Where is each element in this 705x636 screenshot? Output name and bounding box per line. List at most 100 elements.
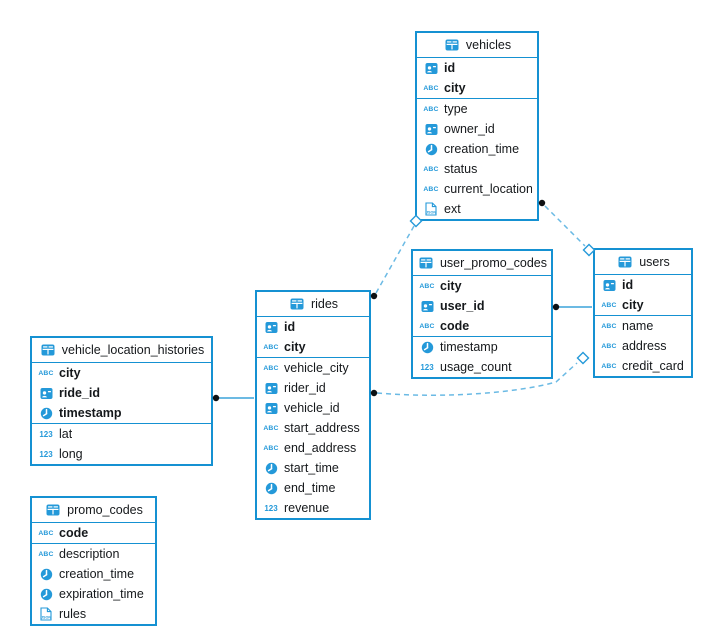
- text-type-icon: ABC: [423, 84, 439, 92]
- id-type-icon: [262, 381, 280, 395]
- field-name: vehicle_id: [284, 401, 340, 415]
- time-type-icon: [37, 587, 55, 601]
- id-type-icon: [262, 320, 280, 334]
- table-header[interactable]: rides: [257, 292, 369, 317]
- field-owner_id[interactable]: owner_id: [417, 119, 537, 139]
- field-id[interactable]: id: [257, 317, 369, 337]
- text-type-icon: ABC: [423, 165, 439, 173]
- field-creation_time[interactable]: creation_time: [32, 564, 155, 584]
- field-name: id: [284, 320, 296, 334]
- time-type-icon: [262, 481, 280, 495]
- table-header[interactable]: user_promo_codes: [413, 251, 551, 276]
- field-rider_id[interactable]: rider_id: [257, 378, 369, 398]
- many-end-diamond: [576, 351, 590, 365]
- field-end_time[interactable]: end_time: [257, 478, 369, 498]
- field-name: rider_id: [284, 381, 326, 395]
- field-type[interactable]: ABC type: [417, 99, 537, 119]
- field-name: start_address: [284, 421, 360, 435]
- field-usage_count[interactable]: 123 usage_count: [413, 357, 551, 377]
- relationship-user_promo_codes-users: [552, 303, 592, 311]
- field-user_id[interactable]: user_id: [413, 296, 551, 316]
- field-name: start_time: [284, 461, 339, 475]
- field-name: end_address: [284, 441, 357, 455]
- field-vehicle_id[interactable]: vehicle_id: [257, 398, 369, 418]
- text-type-icon: ABC: [38, 369, 54, 377]
- field-name: city: [444, 81, 466, 95]
- text-type-icon: ABC: [263, 424, 279, 432]
- field-name: expiration_time: [59, 587, 144, 601]
- one-end-dot: [212, 394, 220, 402]
- field-name: code: [59, 526, 89, 540]
- field-expiration_time[interactable]: expiration_time: [32, 584, 155, 604]
- field-name: end_time: [284, 481, 336, 495]
- table-header[interactable]: vehicle_location_histories: [32, 338, 211, 363]
- table-name: users: [639, 255, 670, 269]
- id-type-icon: [422, 122, 440, 136]
- text-type-icon: ABC: [423, 105, 439, 113]
- field-city[interactable]: ABC city: [417, 78, 537, 98]
- field-id[interactable]: id: [595, 275, 691, 295]
- table-header[interactable]: users: [595, 250, 691, 275]
- field-name: user_id: [440, 299, 485, 313]
- text-type-icon: ABC: [263, 364, 279, 372]
- field-start_time[interactable]: start_time: [257, 458, 369, 478]
- field-timestamp[interactable]: timestamp: [413, 337, 551, 357]
- field-name: rules: [59, 607, 87, 621]
- table-header[interactable]: promo_codes: [32, 498, 155, 523]
- text-type-icon: ABC: [419, 322, 435, 330]
- field-city[interactable]: ABC city: [32, 363, 211, 383]
- field-start_address[interactable]: ABC start_address: [257, 418, 369, 438]
- field-name: creation_time: [59, 567, 135, 581]
- field-creation_time[interactable]: creation_time: [417, 139, 537, 159]
- number-type-icon: 123: [420, 362, 434, 372]
- field-name[interactable]: ABC name: [595, 316, 691, 336]
- id-type-icon: [262, 401, 280, 415]
- field-ride_id[interactable]: ride_id: [32, 383, 211, 403]
- field-name: city: [59, 366, 81, 380]
- field-name: usage_count: [440, 360, 512, 374]
- text-type-icon: ABC: [601, 322, 617, 330]
- one-end-dot: [370, 292, 378, 300]
- field-name: name: [622, 319, 654, 333]
- table-header[interactable]: vehicles: [417, 33, 537, 58]
- field-name: long: [59, 447, 83, 461]
- time-type-icon: [422, 142, 440, 156]
- table-name: user_promo_codes: [439, 256, 547, 270]
- field-name: description: [59, 547, 120, 561]
- field-name: type: [444, 102, 468, 116]
- text-type-icon: ABC: [601, 301, 617, 309]
- field-id[interactable]: id: [417, 58, 537, 78]
- field-timestamp[interactable]: timestamp: [32, 403, 211, 423]
- id-type-icon: [37, 386, 55, 400]
- time-type-icon: [262, 461, 280, 475]
- text-type-icon: ABC: [601, 362, 617, 370]
